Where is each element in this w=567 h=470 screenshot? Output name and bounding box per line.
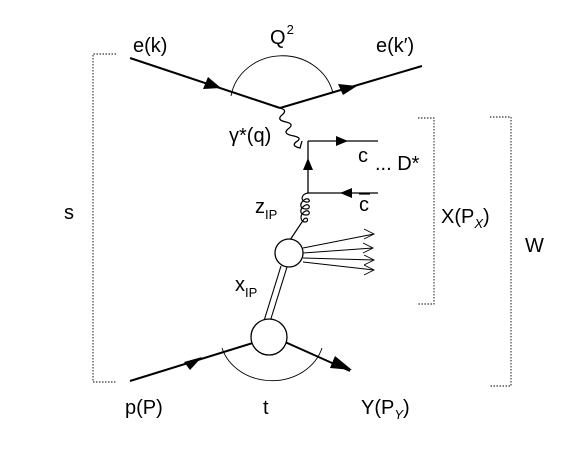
quark-loop-arrow <box>303 158 313 170</box>
electron-in-label: e(k) <box>133 35 167 57</box>
proton-label: p(P) <box>125 397 163 419</box>
dstar-label: ... D* <box>375 153 420 175</box>
anticharm-arrow <box>340 188 352 198</box>
x-label: xIP <box>235 274 257 300</box>
electron-in-line <box>129 57 281 109</box>
charm-arrow <box>336 136 348 146</box>
x-bracket <box>418 117 435 305</box>
pomeron-blob <box>274 238 304 268</box>
w-bracket <box>490 116 512 387</box>
q2-label: Q2 <box>270 22 294 49</box>
proton-blob <box>250 318 288 356</box>
pomeron-line-right <box>268 266 288 326</box>
photon-label: γ*(q) <box>229 125 271 147</box>
y-out-arrow <box>330 356 352 370</box>
electron-out-arrow <box>338 84 357 95</box>
y-system-label: Y(PY) <box>361 397 410 422</box>
proton-in-arrow <box>184 357 202 370</box>
s-bracket <box>92 53 116 383</box>
electron-out-label: e(k′) <box>376 35 414 57</box>
t-arc <box>221 347 323 382</box>
gluon-line <box>289 192 310 241</box>
q2-arc <box>230 55 334 97</box>
w-label: W <box>525 235 544 257</box>
anticharm-label: c <box>359 194 369 216</box>
pomeron-line-left <box>262 265 282 325</box>
x-system-label: X(PX) <box>441 206 490 231</box>
t-label: t <box>263 397 269 419</box>
charm-label: c <box>358 145 368 167</box>
remnant-fan <box>302 228 376 276</box>
electron-in-arrow <box>203 77 221 89</box>
z-label: zIP <box>255 196 277 222</box>
s-label: s <box>64 202 74 224</box>
photon-line <box>279 107 303 149</box>
